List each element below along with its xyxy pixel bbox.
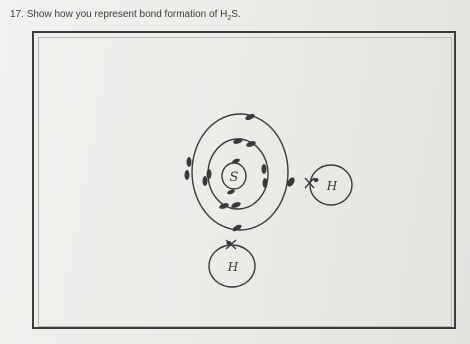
electron-dot — [226, 241, 232, 245]
question-text-part1: Show how you represent bond formation of… — [26, 9, 228, 20]
electron-dot — [245, 113, 255, 121]
answer-box-inner-line — [38, 37, 452, 327]
outer-shell-ring — [191, 113, 289, 231]
electron-dot — [246, 141, 256, 147]
hydrogen-right-circle — [309, 164, 353, 206]
electron-dot — [232, 158, 240, 164]
electron-dot — [262, 178, 268, 188]
electron-dot — [202, 176, 208, 186]
answer-box — [32, 31, 456, 329]
electron-dots — [184, 113, 319, 245]
electron-dot — [287, 177, 295, 187]
question-subscript: 2 — [227, 15, 232, 22]
hydrogen-bottom-symbol: H — [227, 260, 239, 274]
electron-dot — [227, 189, 235, 195]
electron-dot — [232, 224, 242, 232]
question-number: 17. — [10, 9, 24, 20]
electron-dot — [184, 170, 190, 180]
electron-dot — [219, 203, 229, 209]
electron-dot — [313, 178, 319, 182]
electron-dot — [231, 202, 241, 208]
electron-dot — [186, 157, 192, 167]
electron-dot — [261, 164, 267, 174]
electron-dot — [206, 169, 212, 179]
hydrogen-right-symbol: H — [326, 179, 338, 193]
question-text-part2: S. — [231, 9, 241, 20]
cross-mark-right — [304, 177, 315, 189]
sulfur-symbol: S — [230, 170, 239, 185]
question-text: 17. Show how you represent bond formatio… — [10, 9, 241, 22]
electron-dot — [233, 138, 243, 144]
